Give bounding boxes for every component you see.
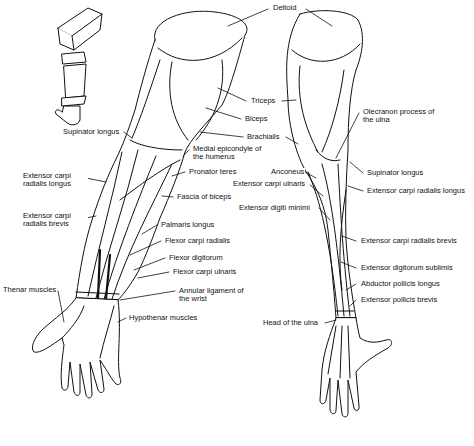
part-label: Supinator longus [62, 128, 120, 136]
part-label: Extensor carpi radialis brevis [360, 237, 458, 245]
part-label: Pronator teres [188, 168, 238, 176]
part-label: Extensor digiti minimi [238, 204, 311, 212]
part-label: Hypothenar muscles [128, 314, 198, 322]
part-label: Extensor digitorum sublimis [360, 264, 454, 272]
part-label: Abductor pollicis longus [360, 280, 441, 288]
part-label: Extensor carpi ulnaris [232, 180, 306, 188]
leader-lines [58, 9, 363, 323]
part-label: Annular ligament of the wrist [178, 287, 250, 304]
right-arm-back [287, 11, 392, 417]
part-label: Fascia of biceps [176, 193, 232, 201]
part-label: Deltoid [272, 4, 297, 12]
part-label: Extensor carpi radialis longus [366, 187, 466, 195]
part-label: Olecranon process of the ulna [362, 108, 438, 125]
part-label: Extensor pollicis brevis [360, 296, 438, 304]
part-label: Medial epicondyle of the humerus [192, 145, 266, 162]
left-arm-front [32, 11, 247, 398]
part-label: Palmaris longus [160, 221, 215, 229]
part-label: Anconeus [270, 168, 305, 176]
part-label: Biceps [244, 115, 269, 123]
part-label: Flexor carpi ulnaris [172, 268, 237, 276]
part-label: Triceps [250, 97, 276, 105]
part-label: Flexor digitorum [168, 254, 224, 262]
part-label: Flexor carpi radialis [164, 237, 231, 245]
part-label: Thenar muscles [2, 286, 57, 294]
part-label: Extensor carpi radialis longus [22, 172, 88, 189]
part-label: Head of the ulna [262, 319, 319, 327]
part-label: Supinator longus [366, 169, 424, 177]
part-label: Brachialis [246, 133, 281, 141]
mannequin-inset [55, 8, 102, 125]
part-label: Extensor carpi radialis brevis [22, 212, 88, 229]
